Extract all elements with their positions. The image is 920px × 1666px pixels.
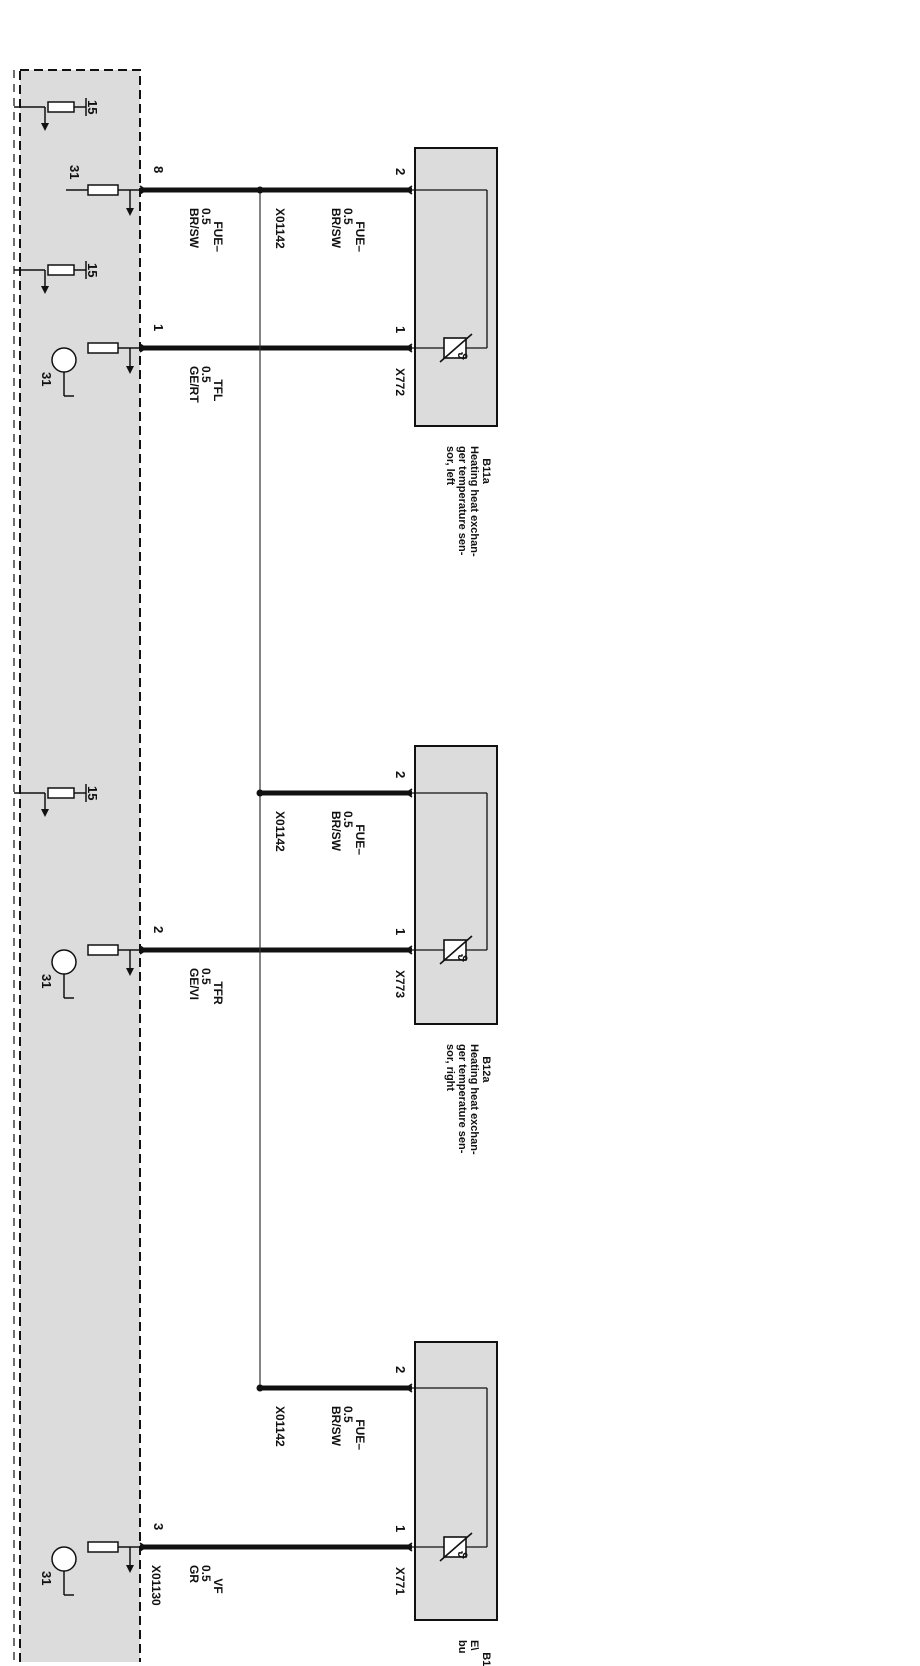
ground-splice-label: X01130 [149,1565,163,1606]
pin-label-31: 31 [39,1571,54,1586]
splice-dot [256,1384,264,1392]
pin-stub [404,1383,413,1393]
splice-dot [256,789,264,797]
sensor-pin-2: 2 [393,168,408,176]
pin-stub [139,1542,148,1552]
connector-label-x773: X773 [393,970,407,999]
connector-label-x772: X772 [393,368,407,397]
control-module-box [19,69,141,1662]
ground-arrow-icon [41,123,49,131]
pin-label-15: 15 [85,786,100,801]
pin-label-31: 31 [67,165,82,180]
pin-stub [139,343,148,353]
sensor-pin-1: 1 [393,326,408,334]
pin-label-31: 31 [39,372,54,387]
ground-arrow-icon [41,809,49,817]
pin-label-31: 31 [39,974,54,989]
module-pin-3: 3 [151,1523,166,1531]
splice-label: X01142 [273,208,287,249]
pin-stub [404,1542,413,1552]
pin-stub [139,185,148,195]
splice-dot [256,186,264,194]
ground-arrow-icon [126,366,134,374]
splice-label: X01142 [273,1406,287,1447]
ground-arrow-icon [41,286,49,294]
module-pin-2: 2 [151,926,166,934]
sensor-pin-1: 1 [393,1525,408,1533]
splice-label: X01142 [273,811,287,852]
sensor-pin-2: 2 [393,1366,408,1374]
pin-stub [404,343,413,353]
sensor-pin-2: 2 [393,771,408,779]
sensor-box-b11a[interactable] [414,147,498,427]
resistor-icon [87,944,119,956]
theta-icon: ϑ [455,954,470,962]
pin-stub [404,788,413,798]
theta-icon: ϑ [455,352,470,360]
ground-arrow-icon [126,208,134,216]
theta-icon: ϑ [455,1551,470,1559]
pin-stub [404,945,413,955]
connector-label-x771: X771 [393,1567,407,1596]
pin-stub [139,945,148,955]
module-pin-1: 1 [151,324,166,332]
pin-label-15: 15 [85,100,100,115]
ground-arrow-icon [126,1565,134,1573]
sensor-pin-1: 1 [393,928,408,936]
resistor-icon [87,1541,119,1553]
ground-arrow-icon [126,968,134,976]
wires [140,187,412,1550]
module-pin-8: 8 [151,166,166,174]
pin-label-15: 15 [85,263,100,278]
sensor-box-b12a[interactable] [414,745,498,1025]
pin-stub [404,185,413,195]
resistor-icon [87,342,119,354]
